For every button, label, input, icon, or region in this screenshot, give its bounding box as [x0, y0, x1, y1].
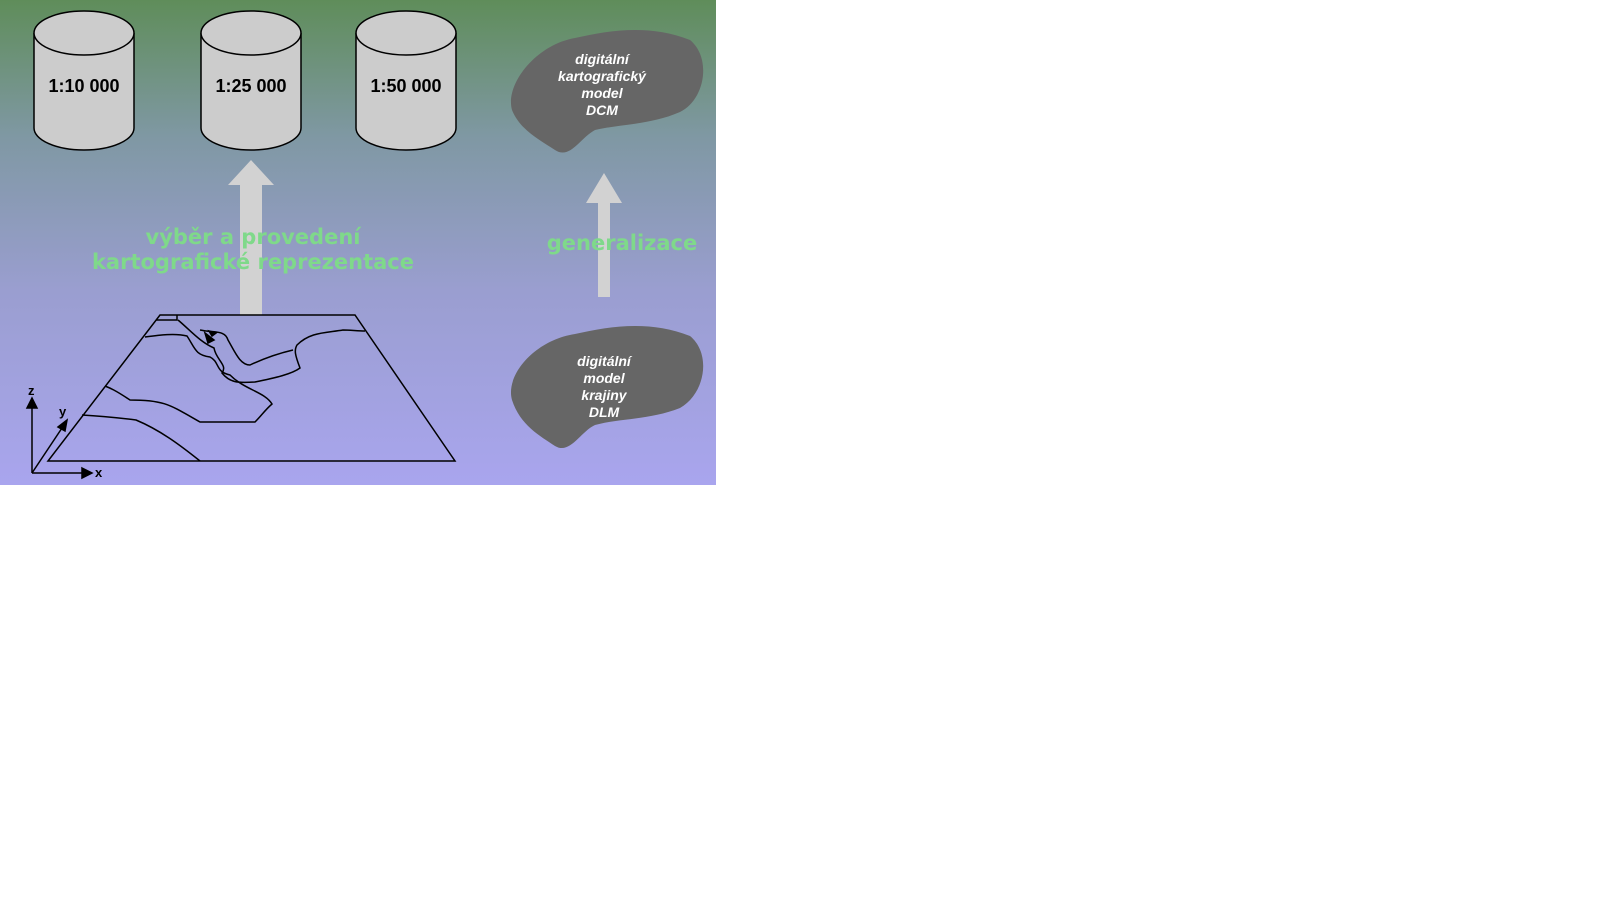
dcm-label-line: digitální: [575, 51, 629, 67]
terrain-map: [46, 314, 457, 462]
dcm-label-line: DCM: [586, 102, 618, 118]
database-cylinder-50000: [355, 10, 457, 151]
coordinate-axes: [25, 396, 94, 480]
axis-label-y: y: [59, 404, 67, 419]
database-label-10000: 1:10 000: [48, 76, 120, 96]
dlm-blob: [510, 325, 704, 449]
up-arrow-right: [586, 173, 622, 297]
process-label-line: výběr a provedení: [145, 225, 361, 249]
axis-label-x: x: [95, 465, 103, 480]
dlm-label: digitální model krajiny DLM: [539, 353, 669, 421]
process-label-generalization: generalizace: [546, 231, 698, 255]
dcm-label-line: kartografický: [558, 68, 646, 84]
dlm-label-line: digitální: [577, 353, 631, 369]
diagram-canvas: [25, 10, 704, 480]
diagram-panel: 1:10 000 1:25 000 1:50 000 digitální kar…: [0, 0, 716, 485]
database-label-25000: 1:25 000: [215, 76, 287, 96]
process-label-line: kartografické reprezentace: [91, 250, 415, 274]
dcm-blob: [510, 29, 704, 153]
dlm-label-line: model: [583, 370, 625, 386]
database-cylinder-10000: [33, 10, 135, 151]
dlm-label-line: krajiny: [581, 387, 627, 403]
up-arrow-left: [228, 160, 274, 315]
dlm-label-line: DLM: [588, 404, 620, 420]
database-label-50000: 1:50 000: [370, 76, 442, 96]
database-cylinder-25000: [200, 10, 302, 151]
axis-label-z: z: [28, 383, 35, 398]
process-label-representation: výběr a provedení kartografické reprezen…: [70, 225, 436, 275]
dcm-label-line: model: [581, 85, 623, 101]
dcm-label: digitální kartografický model DCM: [537, 51, 667, 119]
